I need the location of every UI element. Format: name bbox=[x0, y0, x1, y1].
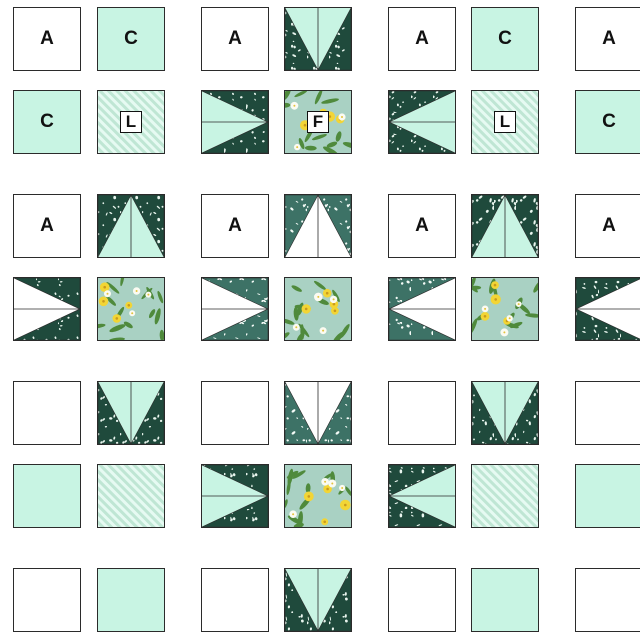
fabric-plain-mint bbox=[472, 569, 538, 631]
fabric-fg-right-dark bbox=[202, 91, 268, 153]
quilt-block-floral bbox=[284, 464, 352, 528]
fabric-fg-up-dark bbox=[472, 195, 538, 257]
quilt-block-plain-white: A bbox=[201, 194, 269, 258]
quilt-block-plain-mint: C bbox=[13, 90, 81, 154]
quilt-block-plain-mint bbox=[471, 568, 539, 632]
fabric-stripe bbox=[98, 465, 164, 527]
fabric-fg-down-dark bbox=[98, 382, 164, 444]
fabric-fg-left-teal bbox=[389, 278, 455, 340]
fabric-stripe bbox=[472, 465, 538, 527]
quilt-block-floral bbox=[97, 277, 165, 341]
fabric-fg-down-dark bbox=[472, 382, 538, 444]
quilt-block-fg-down-dark bbox=[284, 7, 352, 71]
quilt-block-plain-white: A bbox=[13, 7, 81, 71]
fabric-floral bbox=[98, 278, 164, 340]
quilt-block-fg-left-dark bbox=[388, 464, 456, 528]
fabric-fg-right-teal bbox=[202, 278, 268, 340]
quilt-block-plain-mint: C bbox=[97, 7, 165, 71]
fabric-fg-down-teal bbox=[285, 382, 351, 444]
quilt-block-fg-down-teal bbox=[284, 381, 352, 445]
quilt-block-fg-right-teal bbox=[201, 277, 269, 341]
quilt-block-plain-white bbox=[13, 381, 81, 445]
quilt-block-fg-right-dark bbox=[201, 90, 269, 154]
quilt-block-plain-white: A bbox=[13, 194, 81, 258]
fabric-plain-white bbox=[14, 382, 80, 444]
quilt-block-plain-white: A bbox=[388, 194, 456, 258]
fabric-plain-white bbox=[389, 569, 455, 631]
fabric-fg-left-dark-white bbox=[576, 278, 640, 340]
quilt-block-fg-right-dark bbox=[201, 464, 269, 528]
quilt-block-floral: F bbox=[284, 90, 352, 154]
quilt-block-fg-down-dark bbox=[97, 381, 165, 445]
quilt-block-fg-up-dark bbox=[471, 194, 539, 258]
fabric-stripe bbox=[98, 91, 164, 153]
quilt-block-plain-mint: C bbox=[575, 90, 640, 154]
fabric-floral bbox=[472, 278, 538, 340]
quilt-block-plain-white: A bbox=[575, 194, 640, 258]
fabric-plain-white bbox=[202, 382, 268, 444]
fabric-plain-white bbox=[14, 569, 80, 631]
fabric-stripe bbox=[472, 91, 538, 153]
fabric-plain-white bbox=[202, 569, 268, 631]
quilt-block-plain-mint: C bbox=[471, 7, 539, 71]
quilt-block-stripe: L bbox=[97, 90, 165, 154]
fabric-plain-white bbox=[202, 8, 268, 70]
quilt-block-plain-white bbox=[388, 568, 456, 632]
quilt-block-stripe bbox=[471, 464, 539, 528]
fabric-plain-white bbox=[202, 195, 268, 257]
quilt-block-fg-up-teal bbox=[284, 194, 352, 258]
quilt-block-plain-white bbox=[13, 568, 81, 632]
quilt-block-plain-white bbox=[201, 568, 269, 632]
fabric-plain-white bbox=[389, 8, 455, 70]
quilt-block-fg-down-dark bbox=[284, 568, 352, 632]
fabric-fg-down-dark bbox=[285, 8, 351, 70]
quilt-block-fg-right-dark-white bbox=[13, 277, 81, 341]
quilt-block-stripe: L bbox=[471, 90, 539, 154]
fabric-plain-white bbox=[14, 8, 80, 70]
quilt-block-stripe bbox=[97, 464, 165, 528]
fabric-fg-up-teal bbox=[285, 195, 351, 257]
fabric-plain-white bbox=[576, 8, 640, 70]
fabric-plain-white bbox=[389, 382, 455, 444]
fabric-plain-white bbox=[576, 195, 640, 257]
quilt-block-plain-mint bbox=[13, 464, 81, 528]
fabric-fg-right-dark bbox=[202, 465, 268, 527]
quilt-block-fg-left-dark bbox=[388, 90, 456, 154]
fabric-floral bbox=[285, 91, 351, 153]
fabric-plain-mint bbox=[14, 91, 80, 153]
fabric-plain-white bbox=[576, 569, 640, 631]
quilt-block-plain-white bbox=[575, 381, 640, 445]
fabric-plain-mint bbox=[98, 8, 164, 70]
fabric-fg-up-dark bbox=[98, 195, 164, 257]
quilt-block-plain-white: A bbox=[388, 7, 456, 71]
fabric-fg-right-dark-white bbox=[14, 278, 80, 340]
quilt-block-floral bbox=[284, 277, 352, 341]
fabric-fg-left-dark bbox=[389, 465, 455, 527]
quilt-block-plain-mint bbox=[97, 568, 165, 632]
fabric-plain-mint bbox=[576, 91, 640, 153]
fabric-plain-white bbox=[389, 195, 455, 257]
fabric-plain-mint bbox=[14, 465, 80, 527]
quilt-block-plain-mint bbox=[575, 464, 640, 528]
quilt-block-floral bbox=[471, 277, 539, 341]
fabric-plain-mint bbox=[576, 465, 640, 527]
fabric-plain-mint bbox=[472, 8, 538, 70]
quilt-block-fg-up-dark bbox=[97, 194, 165, 258]
fabric-floral bbox=[285, 278, 351, 340]
fabric-plain-white bbox=[576, 382, 640, 444]
quilt-block-fg-left-dark-white bbox=[575, 277, 640, 341]
quilt-block-plain-white: A bbox=[201, 7, 269, 71]
quilt-block-fg-down-dark bbox=[471, 381, 539, 445]
quilt-block-fg-left-teal bbox=[388, 277, 456, 341]
quilt-block-plain-white bbox=[388, 381, 456, 445]
fabric-plain-white bbox=[14, 195, 80, 257]
fabric-fg-left-dark bbox=[389, 91, 455, 153]
quilt-block-plain-white bbox=[201, 381, 269, 445]
fabric-floral bbox=[285, 465, 351, 527]
quilt-block-plain-white: A bbox=[575, 7, 640, 71]
fabric-fg-down-dark bbox=[285, 569, 351, 631]
fabric-plain-mint bbox=[98, 569, 164, 631]
quilt-block-plain-white bbox=[575, 568, 640, 632]
